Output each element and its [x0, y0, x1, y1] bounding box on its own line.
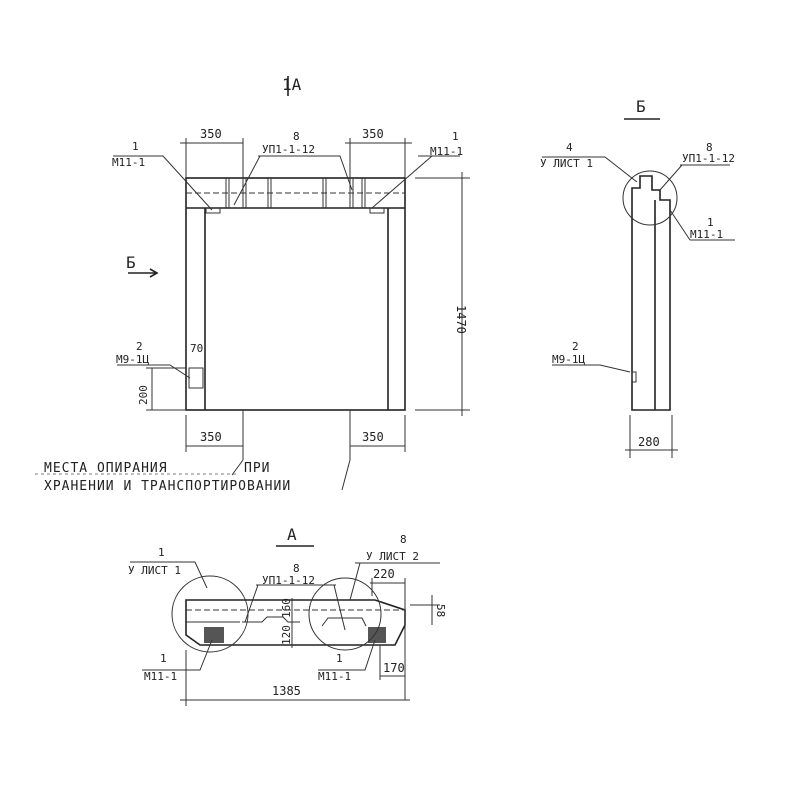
section-mark-1a: 1A [282, 75, 302, 94]
plan-view-title: A [287, 525, 297, 544]
plan-callout-sheet1-code: У ЛИСТ 1 [128, 564, 181, 577]
plan-callout-sheet2-num: 8 [400, 533, 407, 546]
plan-callout-br-num: 1 [336, 652, 343, 665]
plan-view: A 1 У ЛИСТ 1 8 У ЛИСТ 2 8 УП1-1-12 1 М11… [128, 525, 447, 706]
side-callout-sheet-code: У ЛИСТ 1 [540, 157, 593, 170]
plan-callout-bl-code: М11-1 [144, 670, 177, 683]
side-callout-low-code: М9-1Ц [552, 353, 585, 366]
callout-center-code: УП1-1-12 [262, 143, 315, 156]
plan-dim-120: 120 [280, 625, 293, 645]
plan-dim-170: 170 [383, 661, 405, 675]
side-dim-width: 280 [638, 435, 660, 449]
note-line1: МЕСТА ОПИРАНИЯ [44, 461, 168, 476]
plan-dim-160: 160 [280, 598, 293, 618]
plan-recess-right [321, 617, 367, 627]
plan-body [185, 599, 406, 646]
plan-leaders [130, 561, 440, 706]
dim-70: 70 [190, 342, 203, 355]
plan-callout-br-code: М11-1 [318, 670, 351, 683]
lifting-plate [188, 367, 204, 389]
callout-lower-num: 2 [136, 340, 143, 353]
view-arrow-icon [128, 268, 159, 278]
side-callout-sheet-num: 4 [566, 141, 573, 154]
side-leaders [542, 156, 735, 458]
plan-recess [186, 616, 300, 623]
plan-callout-center-code: УП1-1-12 [262, 574, 315, 587]
callout-left-code: М11-1 [112, 156, 145, 169]
plan-callout-sheet1-num: 1 [158, 546, 165, 559]
dim-200: 200 [137, 385, 150, 405]
callout-lower-code: М9-1Ц [116, 353, 149, 366]
dim-top-left: 350 [200, 127, 222, 141]
plan-callout-center-num: 8 [293, 562, 300, 575]
side-body [631, 175, 671, 411]
dim-height: 1470 [454, 305, 468, 334]
plate-left [204, 627, 224, 643]
callout-right-num: 1 [452, 130, 459, 143]
side-callout-low-num: 2 [572, 340, 579, 353]
detail-circle-right [308, 577, 382, 651]
side-callout-mid-num: 1 [707, 216, 714, 229]
dim-top-right: 350 [362, 127, 384, 141]
side-callout-top-code: УП1-1-12 [682, 152, 735, 165]
dim-lines-top [146, 138, 470, 491]
plan-dim-58: 58 [434, 604, 447, 617]
dim-bottom-right: 350 [362, 430, 384, 444]
frame-outline [185, 177, 406, 411]
side-callout-mid-code: М11-1 [690, 228, 723, 241]
callout-right-code: М11-1 [430, 145, 463, 158]
side-lifting-plate [631, 371, 637, 383]
side-callout-top-num: 8 [706, 141, 713, 154]
plan-dim-220: 220 [373, 567, 395, 581]
view-b-arrow-label: Б [126, 253, 136, 272]
note-line1b: ПРИ [244, 461, 270, 476]
side-view-title: Б [636, 97, 646, 116]
callout-leaders [113, 155, 460, 379]
plan-callout-bl-num: 1 [160, 652, 167, 665]
plan-callout-sheet2-code: У ЛИСТ 2 [366, 550, 419, 563]
callout-left-num: 1 [132, 140, 139, 153]
callout-center-num: 8 [293, 130, 300, 143]
side-view: Б 4 У ЛИСТ 1 8 УП1-1-12 1 М11-1 2 М9-1Ц … [540, 97, 735, 458]
plate-right [368, 627, 386, 643]
note-line2: ХРАНЕНИИ И ТРАНСПОРТИРОВАНИИ [44, 479, 291, 494]
detail-circle [622, 170, 678, 226]
dim-bottom-left: 350 [200, 430, 222, 444]
front-view: 1A Б 350 35 [35, 75, 470, 494]
plan-dim-length: 1385 [272, 684, 301, 698]
